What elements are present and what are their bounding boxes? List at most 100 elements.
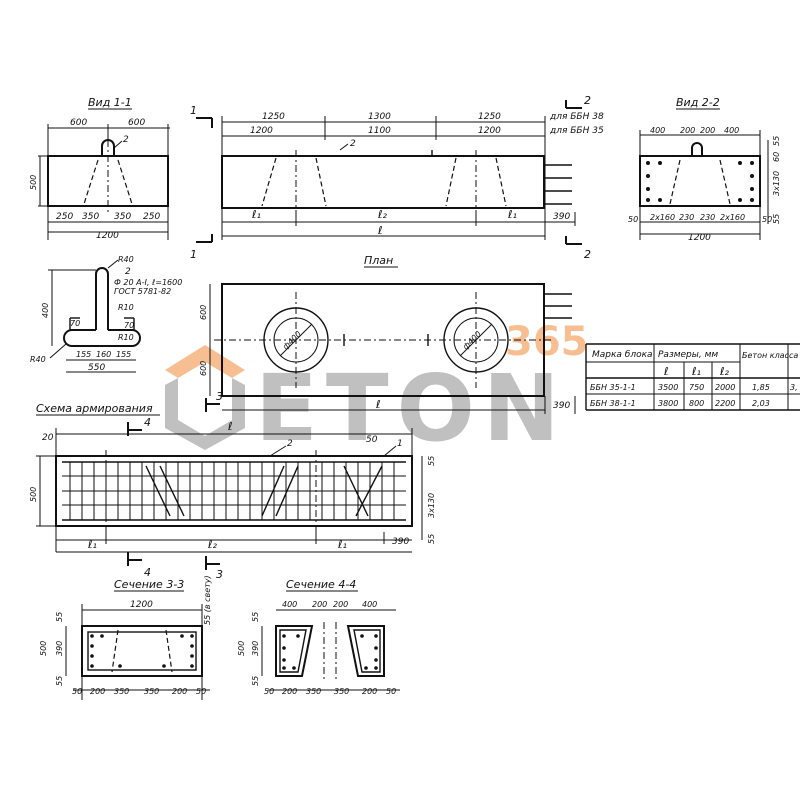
view-1-1: Вид 1-1 600 600 2 500 250 350 350 250 12… <box>29 96 170 241</box>
table-header-beton: Бетон класса В25, м³ <box>742 351 800 360</box>
scheme-section-4-bottom: 4 <box>144 566 151 579</box>
view-2-2-bottom-4: 230 <box>700 213 715 222</box>
scheme-title: Схема армирования <box>36 402 153 415</box>
table-row1-l2: 2000 <box>715 383 735 392</box>
loop-r40-top: R40 <box>118 255 134 264</box>
view-2-2-top-2: 200 <box>680 126 695 135</box>
view-1-1-height: 500 <box>29 175 38 190</box>
scheme-left: 500 <box>29 487 38 502</box>
scheme-l1-left: ℓ₁ <box>87 538 97 551</box>
table-row2-l2: 2200 <box>715 399 735 408</box>
section-2-bottom: 2 <box>584 248 591 261</box>
scheme-l1-right: ℓ₁ <box>337 538 347 551</box>
watermark-logo-top <box>165 345 245 378</box>
view-2-2: Вид 2-2 400 200 200 400 55 60 3x130 55 5… <box>628 96 781 243</box>
watermark: 365 ETON <box>165 319 589 462</box>
view-2-2-bottom-2: 2x160 <box>650 213 675 222</box>
sec44-top-4: 400 <box>362 600 377 609</box>
elevation-top2-1: 1200 <box>250 126 273 136</box>
sec33-bottom-2: 200 <box>90 687 105 696</box>
view-2-2-bottom-3: 230 <box>679 213 694 222</box>
view-1-1-total: 1200 <box>96 231 119 241</box>
sec33-left-1: 55 <box>55 612 64 622</box>
sec44-bottom-4: 350 <box>334 687 349 696</box>
lifting-loop-detail: R40 R10 R10 R40 2 Ф 20 А-I, ℓ=1600 ГОСТ … <box>30 255 182 373</box>
watermark-logo-left <box>165 378 205 450</box>
view-2-2-outline <box>639 155 761 207</box>
sec33-bottom-5: 200 <box>172 687 187 696</box>
elevation-for-35: для ББН 35 <box>549 126 604 136</box>
elevation-total: ℓ <box>377 224 383 237</box>
watermark-brand: ETON <box>255 355 568 462</box>
view-2-2-loop <box>691 142 703 156</box>
loop-r10-2: R10 <box>118 333 134 342</box>
table-header-l1: ℓ₁ <box>691 365 701 378</box>
sec44-bottom-5: 200 <box>362 687 377 696</box>
loop-callout: 2 <box>125 267 131 277</box>
section-1-top: 1 <box>190 104 197 117</box>
loop-shank <box>95 267 109 330</box>
table-row1-mark: ББН 35-1-1 <box>590 383 636 392</box>
view-2-2-total: 1200 <box>688 233 711 243</box>
sec33-outline <box>81 625 203 677</box>
sec33-right: 55 (в свету) <box>203 575 212 625</box>
view-2-2-bottom-6: 50 <box>762 215 772 224</box>
elevation-view: 1 1250 1300 1250 1200 1100 1200 для ББН … <box>190 94 604 261</box>
loop-d70-1: 70 <box>70 319 80 328</box>
loop-d155-2: 155 <box>116 350 131 359</box>
section-3-3: Сечение 3-3 1200 55 (в свету) 55 390 500… <box>39 575 212 700</box>
table-header-sizes: Размеры, мм <box>658 350 718 360</box>
table-header-l: ℓ <box>663 365 669 378</box>
loop-note-2: ГОСТ 5781-82 <box>114 287 171 296</box>
table-row1-l: 3500 <box>658 383 678 392</box>
elevation-end: 390 <box>553 212 570 222</box>
section-1-bottom: 1 <box>190 248 197 261</box>
scheme-right-3: 55 <box>427 534 436 544</box>
elevation-for-38: для ББН 38 <box>549 112 604 122</box>
table-header-mark: Марка блока <box>592 350 653 360</box>
view-2-2-right-4: 55 <box>772 214 781 224</box>
view-2-2-top-4: 400 <box>724 126 739 135</box>
table-row2-l: 3800 <box>658 399 678 408</box>
sec44-top-2: 200 <box>312 600 327 609</box>
view-1-1-bottom-4: 250 <box>143 212 160 222</box>
scheme-right-2: 3x130 <box>427 493 436 518</box>
sec44-bottom-6: 50 <box>386 687 396 696</box>
view-2-2-title: Вид 2-2 <box>676 96 720 109</box>
table-header-l2: ℓ₂ <box>719 365 730 378</box>
table-row2-l1: 800 <box>689 399 704 408</box>
scheme-section-4-top: 4 <box>144 416 151 429</box>
table-row1-vol: 1,85 <box>752 383 770 392</box>
elevation-outline <box>221 155 545 209</box>
scheme-section-3-top: 3 <box>216 390 223 403</box>
elevation-callout: 2 <box>350 139 356 149</box>
view-1-1-bottom-2: 350 <box>82 212 99 222</box>
view-2-2-right-1: 55 <box>772 136 781 146</box>
scheme-callout-2: 2 <box>287 439 293 449</box>
scheme-top-left: 20 <box>42 433 54 443</box>
elevation-top1-2: 1300 <box>368 112 391 122</box>
table-row1-l1: 750 <box>689 383 704 392</box>
sec44-right-part <box>346 625 385 677</box>
view-1-1-title: Вид 1-1 <box>88 96 132 109</box>
sec44-bottom-1: 50 <box>264 687 274 696</box>
elevation-l1-left: ℓ₁ <box>251 208 261 221</box>
plan-end: 390 <box>553 401 570 411</box>
view-2-2-top-1: 400 <box>650 126 665 135</box>
scheme-50: 50 <box>366 435 378 445</box>
scheme-right-1: 55 <box>427 456 436 466</box>
view-2-2-top-3: 200 <box>700 126 715 135</box>
loop-d160: 160 <box>96 350 111 359</box>
sec33-top: 1200 <box>130 600 153 610</box>
loop-total: 550 <box>88 363 105 373</box>
elevation-top1-1: 1250 <box>262 112 285 122</box>
plan-view: План ф400 ф400 600 600 ℓ 390 <box>199 254 576 414</box>
sec33-title: Сечение 3-3 <box>114 578 184 591</box>
sec33-bottom-3: 350 <box>114 687 129 696</box>
sec33-left-3: 500 <box>39 641 48 656</box>
loop-d70-2: 70 <box>124 321 134 330</box>
plan-title: План <box>364 254 393 267</box>
table-row2-vol: 2,03 <box>752 399 770 408</box>
elevation-l2: ℓ₂ <box>377 208 388 221</box>
